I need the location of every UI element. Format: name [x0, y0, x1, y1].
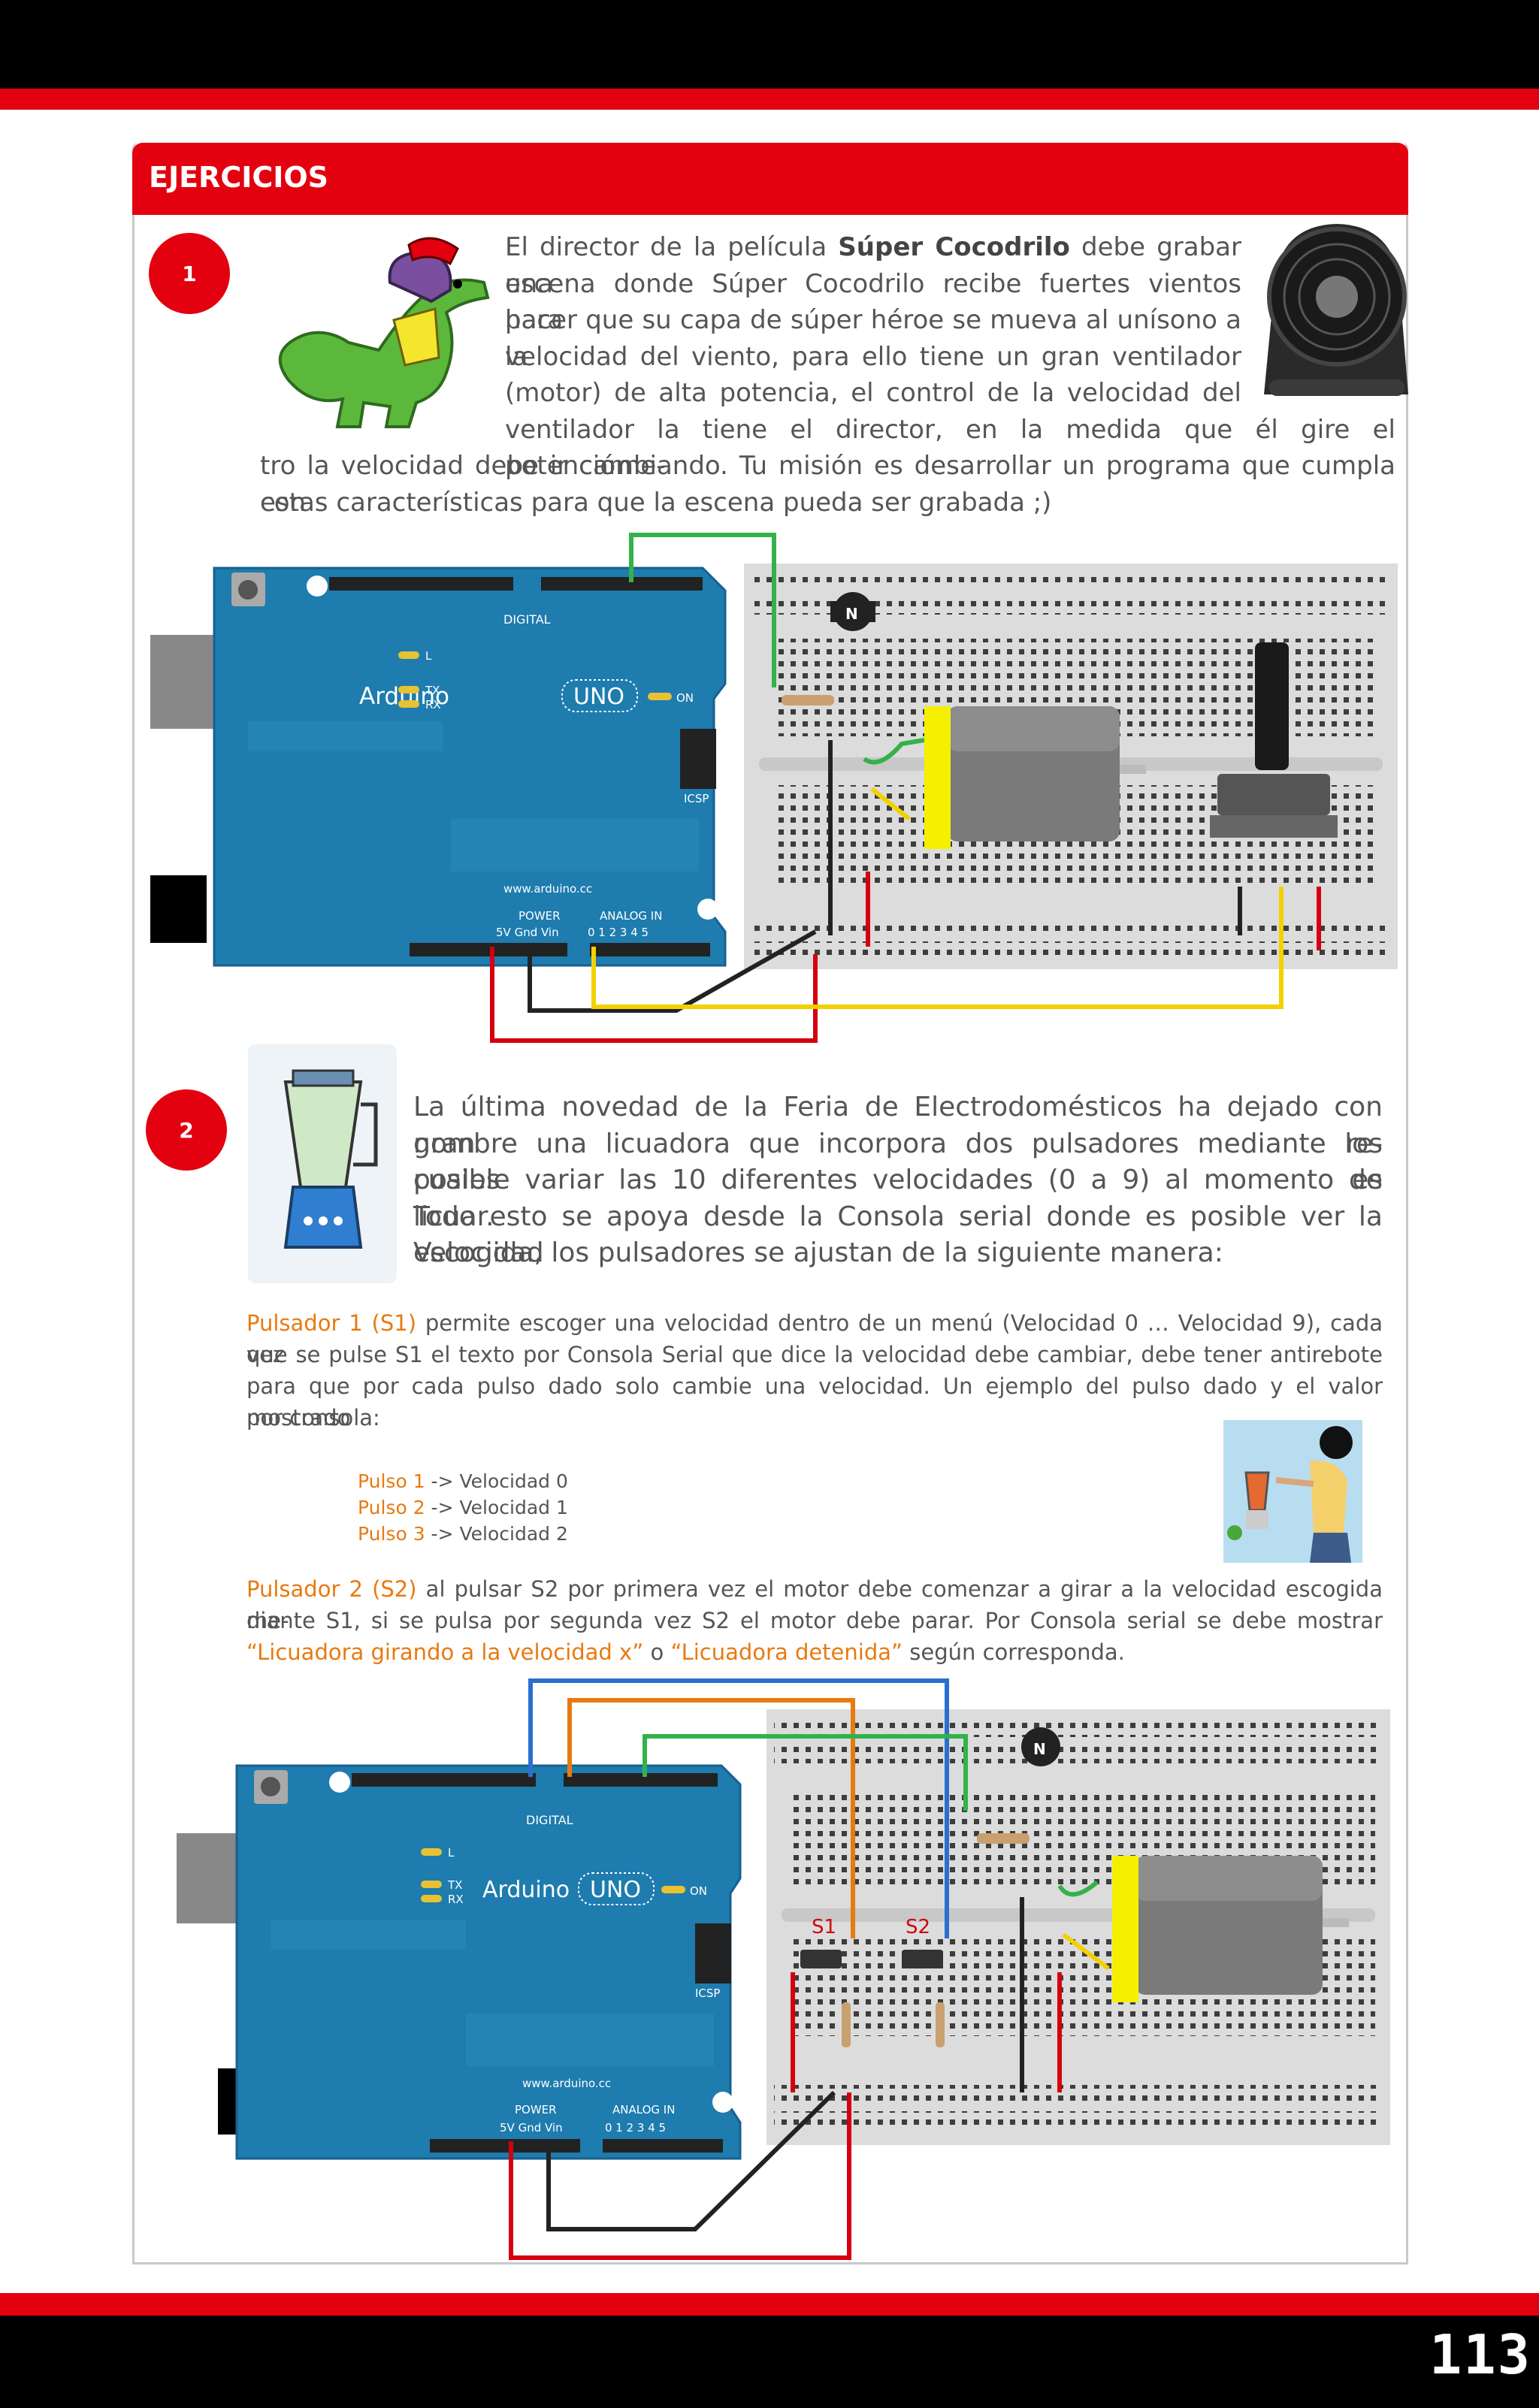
svg-text:5V Gnd Vin: 5V Gnd Vin: [500, 2121, 563, 2135]
s1-line-4: por consola:: [246, 1405, 380, 1431]
ex1-line-6: ventilador la tiene el director, en la m…: [505, 414, 1395, 482]
top-red-band: [0, 89, 1539, 110]
s2-line-1: Pulsador 2 (S2) al pulsar S2 por primera…: [246, 1576, 1383, 1633]
s2-label: S2: [906, 1916, 930, 1938]
section-title: EJERCICIOS: [149, 161, 329, 194]
svg-text:N: N: [845, 605, 858, 623]
svg-text:POWER: POWER: [519, 909, 561, 923]
arduino-board-2: [235, 1764, 742, 2160]
svg-text:ICSP: ICSP: [684, 792, 709, 805]
push-button-s1: [800, 1950, 842, 1968]
ex1-line-5: (motor) de alta potencia, el control de …: [505, 378, 1241, 408]
s1-line-1: Pulsador 1 (S1) permite escoger una velo…: [246, 1310, 1383, 1367]
svg-text:ICSP: ICSP: [695, 1987, 720, 2000]
pulse-row-2: Pulso 2 -> Velocidad 1: [358, 1497, 568, 1518]
svg-text:N: N: [1033, 1740, 1046, 1758]
resistor: [782, 695, 834, 705]
exercise-1-badge: 1: [149, 233, 230, 314]
circuit-1-diagram: DIGITAL Arduino UNO ON L TX RX ICSP www.…: [150, 533, 1398, 1043]
exercise-frame: [132, 143, 1408, 2264]
ex2-intro-2: nombre una licuadora que incorpora dos p…: [413, 1128, 1383, 1196]
crocodile-illustration: [278, 237, 490, 428]
svg-text:UNO: UNO: [590, 1877, 641, 1903]
power-jack: [150, 875, 207, 943]
ex2-intro-4: Todo esto se apoya desde la Consola seri…: [413, 1201, 1383, 1269]
exercise-2-badge: 2: [146, 1089, 227, 1171]
transistor-2: [1021, 1727, 1060, 1766]
model-label: UNO: [573, 684, 624, 710]
svg-text:ON: ON: [690, 1884, 707, 1898]
potentiometer: [1255, 642, 1289, 770]
s1-label: S1: [812, 1916, 836, 1938]
s2-line-3: “Licuadora girando a la velocidad x” o “…: [246, 1639, 1125, 1665]
svg-text:TX: TX: [447, 1878, 462, 1892]
exercise-2-number: 2: [179, 1117, 194, 1143]
s1-line-3: para que por cada pulso dado solo cambie…: [246, 1373, 1383, 1431]
ex1-line-1: El director de la película Súper Cocodri…: [505, 232, 1241, 299]
svg-text:POWER: POWER: [515, 2103, 557, 2116]
section-header: EJERCICIOS: [132, 143, 1408, 215]
push-button-s2: [902, 1950, 943, 1968]
transistor: [833, 592, 872, 631]
pulse-row-1: Pulso 1 -> Velocidad 0: [358, 1470, 568, 1492]
ex1-line-8: estas características para que la escena…: [260, 487, 1052, 518]
ex1-line-2: escena donde Súper Cocodrilo recibe fuer…: [505, 268, 1241, 336]
exercise-1-number: 1: [182, 261, 197, 286]
svg-text:RX: RX: [448, 1893, 464, 1906]
ex2-intro-5: escogida, los pulsadores se ajustan de l…: [413, 1237, 1223, 1268]
svg-text:L: L: [448, 1846, 455, 1860]
ex2-intro-1: La última novedad de la Feria de Electro…: [413, 1092, 1383, 1159]
woman-blender-illustration: [1223, 1420, 1362, 1563]
svg-text:5V Gnd Vin: 5V Gnd Vin: [496, 926, 559, 939]
digital-label: DIGITAL: [503, 612, 551, 627]
circuit-2-diagram: DIGITAL Arduino UNO ON L TX RX ICSP www.…: [177, 1678, 1390, 2260]
bottom-red-band: [0, 2293, 1539, 2316]
ex2-intro-3: posible variar las 10 diferentes velocid…: [413, 1165, 1383, 1232]
svg-text:TX: TX: [425, 684, 440, 697]
svg-text:www.arduino.cc: www.arduino.cc: [522, 2077, 611, 2090]
s1-line-2: que se pulse S1 el texto por Consola Ser…: [246, 1342, 1383, 1367]
svg-text:www.arduino.cc: www.arduino.cc: [503, 882, 592, 896]
blender-illustration: [248, 1044, 397, 1283]
fan-illustration: [1264, 224, 1408, 396]
ex1-line-7: tro la velocidad debe ir cambiando. Tu m…: [260, 451, 1395, 518]
s2-line-2: diante S1, si se pulsa por segunda vez S…: [246, 1608, 1383, 1633]
arduino-board-1: [213, 566, 727, 967]
svg-text:L: L: [425, 649, 432, 663]
usb-port: [150, 635, 225, 729]
svg-text:Arduino: Arduino: [482, 1877, 570, 1903]
svg-text:0 1 2 3 4 5: 0 1 2 3 4 5: [605, 2121, 666, 2135]
svg-text:RX: RX: [425, 698, 441, 712]
page-number: 113: [1429, 2323, 1531, 2386]
bottom-black-band: [0, 2316, 1539, 2408]
ex1-line-3: hacer que su capa de súper héroe se muev…: [505, 305, 1241, 372]
pulse-row-3: Pulso 3 -> Velocidad 2: [358, 1523, 568, 1545]
svg-text:ANALOG IN: ANALOG IN: [600, 909, 662, 923]
svg-text:DIGITAL: DIGITAL: [526, 1813, 573, 1827]
svg-text:0 1 2 3 4 5: 0 1 2 3 4 5: [588, 926, 649, 939]
svg-text:ON: ON: [676, 691, 694, 705]
top-black-band: [0, 0, 1539, 89]
svg-text:ANALOG IN: ANALOG IN: [612, 2103, 675, 2116]
ex1-line-4: velocidad del viento, para ello tiene un…: [505, 341, 1241, 372]
